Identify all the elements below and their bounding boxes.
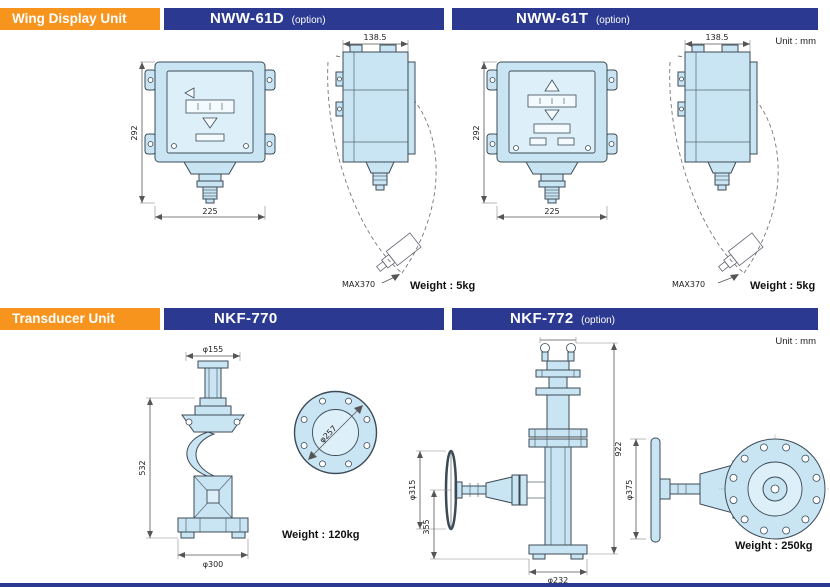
model-option-nww61t: (option) [595, 15, 630, 26]
section-label-wing-display: Wing Display Unit [0, 8, 160, 30]
down-arrow-icon [202, 117, 218, 129]
swing-dimension: MAX370 [342, 274, 400, 289]
dim-292: 292 [472, 125, 481, 140]
lower-dimension: 355 [422, 489, 529, 560]
nkf772-drawing: φ315 355 922 φ232 [408, 337, 623, 585]
nkf770-drawing: φ155 532 φ3 [138, 345, 249, 569]
side-body [335, 44, 416, 191]
depth-dimension: 138.5 [684, 33, 751, 52]
section-label-transducer: Transducer Unit [0, 308, 160, 330]
dim-phi155: φ155 [203, 345, 224, 354]
nkf770-flange-drawing: φ257 [293, 390, 378, 475]
depth-dimension: 138.5 [342, 33, 409, 52]
model-option-nww61d: (option) [291, 15, 326, 26]
dim-max370: MAX370 [342, 280, 375, 289]
side-body [677, 44, 758, 191]
swing-dimension: MAX370 [672, 274, 739, 289]
tilted-unit-outline [376, 232, 422, 272]
model-bar-nkf770: NKF-770 [164, 308, 444, 330]
dimmer-bar [195, 133, 225, 142]
nww61t-front-view-drawing: 292 [472, 61, 618, 220]
width-dimension: 225 [154, 206, 266, 220]
left-arrow-icon [184, 87, 195, 99]
weight-nww61t: Weight : 5kg [750, 280, 816, 292]
weight-nkf770: Weight : 120kg [282, 529, 360, 541]
nww61t-side-view-drawing: 138.5 MAX370 [669, 33, 779, 289]
valve-column [528, 360, 588, 560]
dim-355: 355 [422, 519, 431, 534]
unit-note-wing: Unit : mm [775, 36, 816, 47]
model-name-nww61t: NWW-61T [516, 10, 589, 27]
dim-225: 225 [544, 207, 559, 216]
height-dimension: 532 [138, 397, 195, 539]
dim-phi375: φ375 [625, 480, 634, 501]
model-option-nkf772: (option) [581, 315, 616, 326]
button [557, 137, 575, 146]
blade [186, 431, 216, 477]
front-panel [527, 79, 577, 146]
model-bar-nkf772: NKF-772 (option) [452, 308, 818, 330]
height-dimension: 922 [576, 342, 623, 555]
tilted-unit-outline [718, 232, 764, 272]
dim-phi315: φ315 [408, 480, 417, 501]
wheel-diameter-dimension: φ315 [408, 450, 446, 530]
dim-138-5: 138.5 [706, 33, 729, 42]
weight-nkf772: Weight : 250kg [735, 540, 813, 552]
button [529, 137, 547, 146]
nkf772-flange-dimension: φ375 [625, 438, 646, 540]
height-dimension: 292 [130, 61, 155, 204]
dim-phi300: φ300 [203, 560, 224, 569]
mounting-flange [719, 434, 829, 544]
footer-rule [0, 583, 830, 587]
front-panel [184, 87, 235, 142]
lifting-eyes [539, 337, 577, 362]
display-unit-front [144, 61, 276, 204]
dim-922: 922 [614, 441, 623, 456]
model-name-nkf770: NKF-770 [214, 310, 278, 327]
down-arrow-icon [544, 109, 560, 121]
base-diameter-dimension: φ300 [177, 539, 249, 569]
height-dimension: 292 [472, 61, 497, 204]
nww61d-side-view-drawing: 138.5 MAX370 [327, 33, 437, 289]
dim-532: 532 [138, 460, 147, 475]
top-diameter-dimension: φ155 [185, 345, 241, 361]
nww61d-front-view-drawing: 292 [130, 61, 276, 220]
dim-292: 292 [130, 125, 139, 140]
weight-nww61d: Weight : 5kg [410, 280, 476, 292]
up-arrow-icon [544, 79, 560, 92]
unit-note-transducer: Unit : mm [775, 336, 816, 347]
width-dimension: 225 [496, 206, 608, 220]
model-bar-nww61t: NWW-61T (option) [452, 8, 818, 30]
base-diameter-dimension: φ232 [528, 559, 588, 585]
swing-arc [669, 55, 779, 274]
nkf772-side-view-drawing [650, 434, 829, 544]
model-name-nww61d: NWW-61D [210, 10, 285, 27]
model-name-nkf772: NKF-772 [510, 310, 574, 327]
gate-valve-branch [444, 449, 545, 531]
dim-max370: MAX370 [672, 280, 705, 289]
dim-phi232: φ232 [548, 576, 569, 585]
display-unit-front [486, 61, 618, 204]
secondary-display [533, 123, 571, 134]
dim-138-5: 138.5 [364, 33, 387, 42]
swing-arc [327, 55, 437, 274]
transducer-body [177, 360, 249, 539]
model-bar-nww61d: NWW-61D (option) [164, 8, 444, 30]
dim-225: 225 [202, 207, 217, 216]
